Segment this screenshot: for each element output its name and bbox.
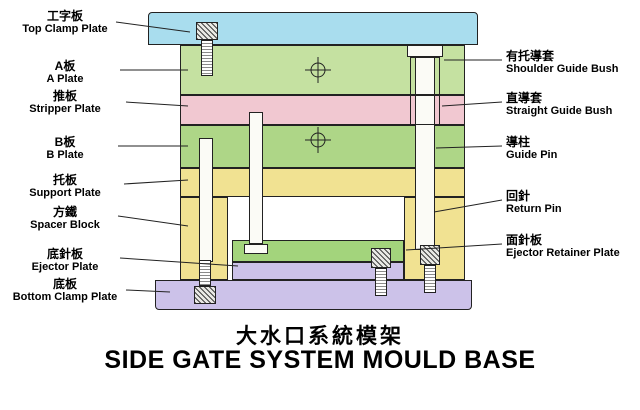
label-zh: 面針板 [506, 233, 543, 247]
label-en: Shoulder Guide Bush [506, 63, 619, 75]
label-en: A Plate [46, 73, 84, 85]
top-screw-shaft [201, 40, 213, 76]
label-zh: 方鐵 [52, 205, 77, 219]
shoulder-guide-bush-shape [410, 57, 440, 95]
top-screw-head [196, 22, 218, 40]
label-bottom-clamp-plate: 底板 Bottom Clamp Plate [0, 278, 130, 304]
leader-line [123, 179, 189, 185]
diagram-title-chinese: 大水口系統模架 [236, 325, 404, 348]
label-en: Support Plate [29, 187, 101, 199]
straight-guide-bush-shape [410, 95, 440, 125]
label-zh: 回針 [506, 189, 531, 203]
label-zh: B板 [54, 135, 76, 149]
label-zh: 托板 [52, 173, 77, 187]
ejector-screw-head [371, 248, 391, 268]
leader-line [125, 101, 189, 107]
label-en: Guide Pin [506, 149, 558, 161]
ejector-pin-shape [199, 138, 213, 262]
label-en: Top Clamp Plate [22, 23, 108, 35]
label-zh: 直導套 [506, 91, 543, 105]
label-en: B Plate [46, 149, 84, 161]
base-screw-shaft [424, 265, 436, 293]
label-en: Bottom Clamp Plate [12, 291, 118, 303]
ejector-retainer-plate-shape [232, 240, 404, 262]
label-support-plate: 托板 Support Plate [0, 174, 130, 200]
diagram-title-english: SIDE GATE SYSTEM MOULD BASE [104, 346, 536, 374]
label-en: Straight Guide Bush [506, 105, 613, 117]
bottom-left-screw-shaft [199, 260, 211, 286]
label-straight-guide-bush: 直導套 Straight Guide Bush [506, 92, 640, 118]
label-en: Stripper Plate [29, 103, 101, 115]
base-screw-head [420, 245, 440, 265]
label-shoulder-guide-bush: 有托導套 Shoulder Guide Bush [506, 50, 640, 76]
label-en: Spacer Block [30, 219, 100, 231]
label-zh: 導柱 [506, 135, 531, 149]
label-zh: 有托導套 [506, 49, 555, 63]
label-en: Ejector Retainer Plate [506, 247, 620, 259]
bottom-left-screw-head [194, 286, 216, 304]
label-zh: A板 [54, 59, 76, 73]
return-pin-shape [249, 112, 263, 244]
ejector-screw-shaft [375, 268, 387, 296]
label-stripper-plate: 推板 Stripper Plate [0, 90, 130, 116]
label-zh: 工字板 [46, 9, 83, 23]
return-pin-base [244, 244, 268, 254]
label-spacer-block: 方鐵 Spacer Block [0, 206, 130, 232]
label-a-plate: A板 A Plate [0, 60, 130, 86]
label-guide-pin: 導柱 Guide Pin [506, 136, 640, 162]
label-en: Return Pin [506, 203, 562, 215]
label-en: Ejector Plate [31, 261, 99, 273]
label-zh: 底針板 [46, 247, 83, 261]
shoulder-guide-bush-flange [407, 45, 443, 57]
label-zh: 底板 [52, 277, 77, 291]
label-ejector-plate: 底針板 Ejector Plate [0, 248, 130, 274]
label-zh: 推板 [52, 89, 77, 103]
label-return-pin: 回針 Return Pin [506, 190, 640, 216]
ejector-plate-shape [232, 262, 404, 280]
label-ejector-retainer-plate: 面針板 Ejector Retainer Plate [506, 234, 640, 260]
label-b-plate: B板 B Plate [0, 136, 130, 162]
label-top-clamp-plate: 工字板 Top Clamp Plate [0, 10, 130, 36]
